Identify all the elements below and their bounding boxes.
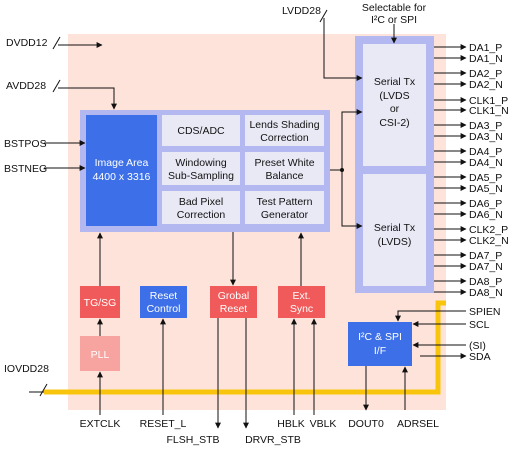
cds-adc-label: CDS/ADC <box>177 125 225 137</box>
ext-sync-label-1: Ext. <box>292 290 310 302</box>
lens-shading-label-2: Correction <box>260 132 309 144</box>
output-label: CLK1_N <box>469 105 509 117</box>
output-label: DA4_N <box>469 157 503 169</box>
i2c-spi-label-2: I/F <box>374 345 386 357</box>
ext-sync-label-2: Sync <box>290 303 313 315</box>
output-label: DA5_N <box>469 183 503 195</box>
bad-pixel-cell <box>162 191 240 224</box>
image-area-label-2: 4400 x 3316 <box>93 171 151 183</box>
tgsg-block <box>80 286 120 318</box>
lvdd28-label: LVDD28 <box>282 5 321 17</box>
pll-label: PLL <box>91 349 110 361</box>
preset-white-cell <box>245 152 324 185</box>
preset-white-label-2: Balance <box>266 170 304 182</box>
bad-pixel-label-2: Correction <box>177 209 226 221</box>
output-arrows <box>434 44 467 295</box>
lens-shading-label-1: Lends Shading <box>249 119 319 131</box>
serial-tx-lower <box>363 174 426 286</box>
image-area-label-1: Image Area <box>95 157 149 169</box>
pll-block <box>80 336 120 371</box>
dvdd12-label: DVDD12 <box>6 37 48 49</box>
output-label: DA1_P <box>469 42 502 54</box>
test-pattern-label-1: Test Pattern <box>256 196 312 208</box>
reset-control-label-1: Reset <box>150 290 178 302</box>
windowing-cell <box>162 152 240 185</box>
output-label: DA4_P <box>469 146 502 158</box>
preset-white-label-1: Preset White <box>254 157 314 169</box>
bad-pixel-label-1: Bad Pixel <box>179 196 223 208</box>
grobal-reset-label-2: Reset <box>220 303 248 315</box>
output-label: DA6_N <box>469 209 503 221</box>
lens-shading-cell <box>245 115 324 146</box>
ext-sync-block <box>278 286 325 318</box>
output-label: DA3_P <box>469 120 502 132</box>
reset-control-block <box>140 286 187 318</box>
drvr-stb-label: DRVR_STB <box>245 434 301 446</box>
selectable-label-2: I²C or SPI <box>371 14 417 26</box>
serial-tx-upper <box>363 44 426 166</box>
adrsel-label: ADRSEL <box>397 418 439 430</box>
tgsg-label: TG/SG <box>84 297 117 309</box>
test-pattern-cell <box>245 191 324 224</box>
serial-tx-upper-label-3: or <box>390 103 400 115</box>
output-label: CLK2_P <box>469 224 508 236</box>
output-label: CLK2_N <box>469 235 509 247</box>
vblk-label: VBLK <box>310 418 337 430</box>
output-label: CLK1_P <box>469 95 508 107</box>
hblk-label: HBLK <box>277 418 304 430</box>
selectable-label-1: Selectable for <box>362 2 427 14</box>
avdd28-label: AVDD28 <box>6 80 46 92</box>
output-labels: DA1_P DA1_N DA2_P DA2_N CLK1_P CLK1_N DA… <box>469 42 509 299</box>
serial-tx-upper-label-4: CSI-2) <box>379 117 409 129</box>
image-area-block <box>86 115 157 226</box>
i2c-spi-label-1: I²C & SPI <box>358 331 402 343</box>
extclk-label: EXTCLK <box>80 418 121 430</box>
grobal-reset-block <box>210 286 257 318</box>
serial-tx-lower-label-1: Serial Tx <box>374 222 416 234</box>
scl-label: SCL <box>469 319 490 331</box>
output-label: DA7_N <box>469 261 503 273</box>
cds-adc-cell <box>162 115 240 146</box>
flsh-stb-label: FLSH_STB <box>166 434 219 446</box>
grobal-reset-label-1: Grobal <box>218 290 250 302</box>
output-label: DA2_N <box>469 79 503 91</box>
serial-tx-lower-label-2: (LVDS) <box>378 236 412 248</box>
dout0-label: DOUT0 <box>348 418 384 430</box>
output-label: DA1_N <box>469 53 503 65</box>
spien-label: SPIEN <box>469 306 501 318</box>
junction-dot <box>340 168 344 172</box>
output-label: DA3_N <box>469 131 503 143</box>
bstneg-label: BSTNEG <box>4 163 47 175</box>
windowing-label-2: Sub-Sampling <box>168 170 234 182</box>
output-label: DA8_P <box>469 276 502 288</box>
output-label: DA5_P <box>469 172 502 184</box>
output-label: DA7_P <box>469 250 502 262</box>
reset-l-label: RESET_L <box>140 418 187 430</box>
sda-label: SDA <box>469 351 491 363</box>
output-label: DA6_P <box>469 198 502 210</box>
test-pattern-label-2: Generator <box>261 209 309 221</box>
windowing-label-1: Windowing <box>175 157 227 169</box>
serial-tx-upper-label-2: (LVDS <box>379 90 409 102</box>
bstpos-label: BSTPOS <box>4 138 47 150</box>
i2c-spi-block <box>348 322 412 366</box>
iovdd-bus <box>44 300 446 395</box>
serial-tx-upper-label-1: Serial Tx <box>374 76 416 88</box>
output-label: DA2_P <box>469 68 502 80</box>
iovdd28-label: IOVDD28 <box>4 363 49 375</box>
si-label: (SI) <box>469 340 486 352</box>
output-label: DA8_N <box>469 287 503 299</box>
reset-control-label-2: Control <box>147 303 181 315</box>
